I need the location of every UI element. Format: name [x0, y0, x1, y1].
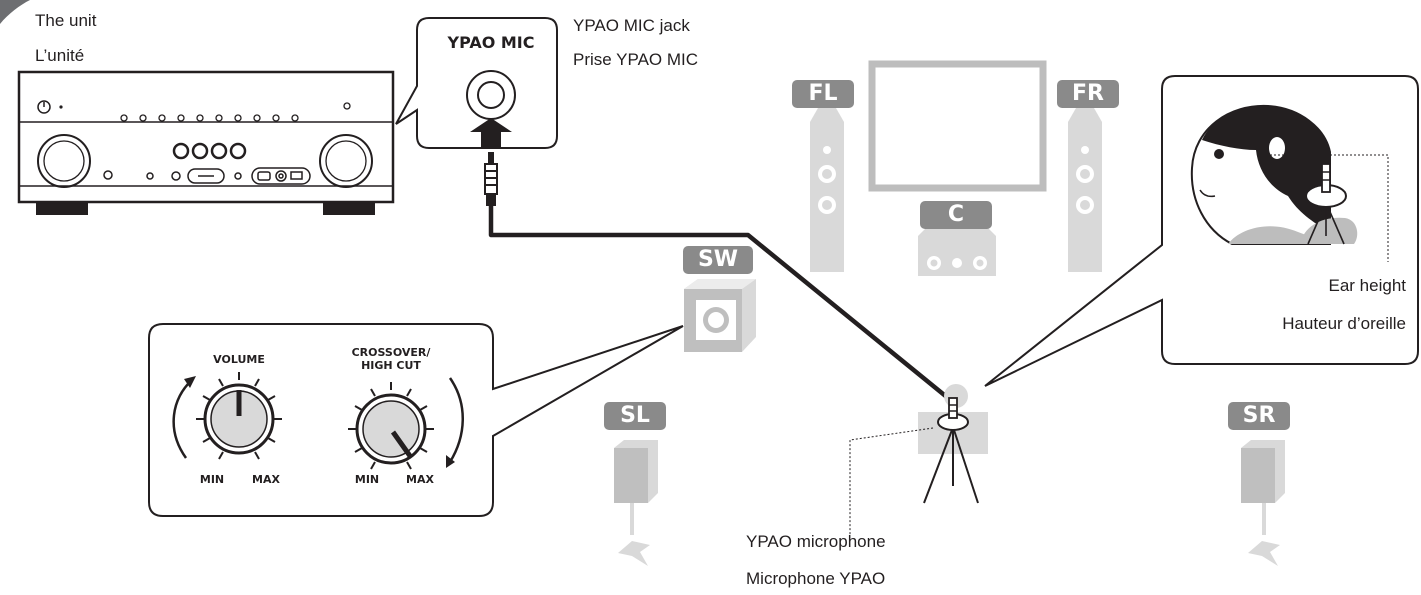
crossover-min-label: MIN: [354, 473, 380, 486]
subwoofer: [684, 279, 756, 352]
jack-label-fr: Prise YPAO MIC: [573, 50, 699, 69]
mic-cable: [484, 152, 950, 400]
speaker-fl: [810, 108, 844, 272]
unit-label-en: The unit: [35, 11, 97, 30]
volume-knob: [196, 372, 282, 460]
ypao-microphone: [849, 384, 988, 536]
av-receiver: [17, 70, 395, 215]
crossover-knob: [348, 382, 434, 470]
speaker-label-sl: SL: [604, 402, 666, 430]
speaker-center: [918, 228, 996, 276]
crossover-label-line1: CROSSOVER/: [351, 346, 431, 359]
ear-height-label-fr: Hauteur d’oreille: [1282, 314, 1406, 333]
ear-height-label-en: Ear height: [1328, 276, 1407, 295]
crossover-max-label: MAX: [406, 473, 434, 486]
rotate-clockwise-arrow-icon: [172, 379, 193, 459]
rotate-clockwise-arrow-icon-2: [448, 377, 464, 463]
ypao-mic-jack-title: YPAO MIC: [447, 33, 535, 52]
speaker-label-c: C: [920, 201, 992, 229]
corner-tab: [0, 0, 30, 24]
speaker-label-sr: SR: [1228, 402, 1290, 430]
volume-label: VOLUME: [213, 353, 265, 366]
volume-min-label: MIN: [199, 473, 225, 486]
unit-label-fr: L’unité: [35, 46, 85, 65]
crossover-label-line2: HIGH CUT: [361, 359, 421, 372]
ypao-mic-callout: [395, 17, 558, 149]
speaker-fr: [1068, 108, 1102, 272]
speaker-label-sw: SW: [683, 246, 753, 274]
insert-arrow-icon: [470, 118, 512, 148]
volume-max-label: MAX: [252, 473, 280, 486]
microphone-label-en: YPAO microphone: [746, 532, 886, 551]
speaker-sl: [614, 440, 658, 566]
speaker-sr: [1241, 440, 1285, 566]
speaker-label-fr: FR: [1057, 80, 1119, 108]
subwoofer-controls-callout: [148, 323, 684, 517]
tv: [868, 60, 1047, 192]
jack-label-en: YPAO MIC jack: [573, 16, 690, 35]
speaker-label-fl: FL: [792, 80, 854, 108]
ear-height-callout: [984, 75, 1419, 387]
microphone-label-fr: Microphone YPAO: [746, 569, 886, 588]
